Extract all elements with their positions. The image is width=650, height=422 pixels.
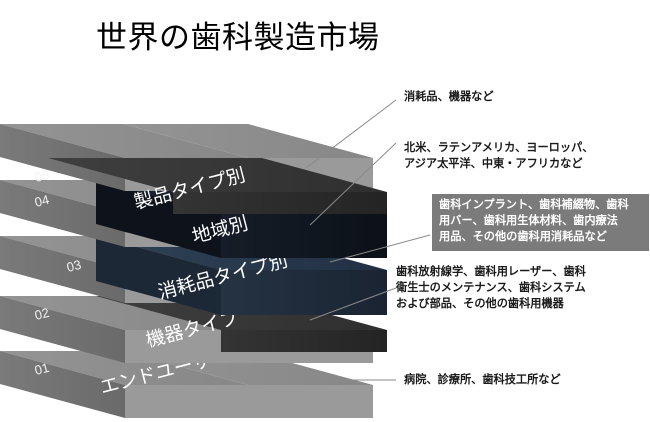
layer-04-slab-left	[0, 180, 125, 247]
layer-03-blue-left	[96, 236, 221, 315]
layer-01-top-face	[0, 351, 248, 385]
layer-05-shelf-top	[123, 124, 373, 158]
leader-line-product-type	[305, 99, 397, 169]
leader-line-equipment-type	[309, 287, 397, 321]
layer-04-navy-left	[96, 180, 221, 258]
leader-line-region	[309, 142, 397, 226]
layer-01-shelf-front	[248, 385, 373, 418]
layer-02-number: 02	[33, 305, 51, 323]
layer-04-number: 04	[33, 192, 51, 210]
layer-05-number: 05	[33, 167, 51, 185]
annotation-product-type: 消耗品、機器など	[404, 91, 494, 103]
annotation-end-user: 病院、診療所、歯科技工所など	[404, 374, 561, 386]
layer-02-slab-left	[0, 296, 125, 363]
layer-02-slab-top	[0, 296, 248, 330]
stack-layer-05[interactable]: 05 製品タイプ別	[0, 124, 387, 214]
layer-04-navy-front	[221, 214, 387, 258]
page-title: 世界の歯科製造市場	[96, 20, 380, 55]
layer-03-number: 03	[65, 257, 83, 275]
layer-03-slab-left	[0, 236, 125, 303]
annotation-region: 北米、ラテンアメリカ、ヨーロッパ、 アジア太平洋、中東・アフリカなど	[404, 142, 594, 170]
layer-03-blue-front	[221, 270, 387, 315]
annotation-equipment-type: 歯科放射線学、歯科用レーザー、歯科 衛生士のメンテナンス、歯科システム および部…	[396, 266, 586, 310]
layer-02-slab-front	[125, 330, 248, 363]
layer-01-front-face	[125, 385, 248, 418]
layer-05-dark-top	[48, 158, 387, 192]
stack-layer-03[interactable]: 03 消耗品タイプ別	[0, 236, 387, 315]
layer-05-slab-left	[0, 124, 125, 191]
layer-02-dark-front	[221, 330, 387, 352]
layer-05-dark-front	[173, 192, 387, 214]
layer-05-slab-top	[0, 124, 248, 158]
annotation-consumable-type: 歯科インプラント、歯科補綴物、歯科 用バー、歯科用生体材料、歯内療法 用品、その…	[432, 194, 649, 251]
layer-01-left-face	[0, 351, 125, 418]
layer-01-number: 01	[33, 360, 51, 378]
leader-line-consumable-type	[329, 234, 431, 263]
